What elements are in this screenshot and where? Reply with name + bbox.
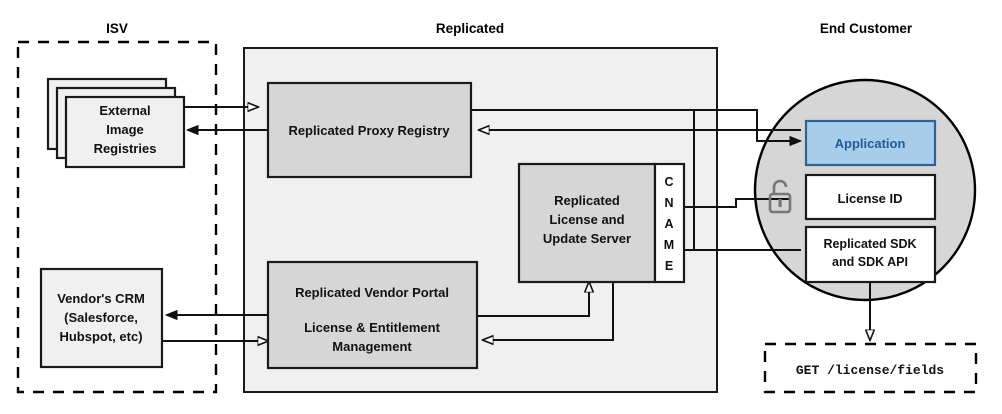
node-external-image-registries[interactable]: External Image Registries [46, 77, 186, 169]
zone-title-end-customer: End Customer [820, 21, 913, 36]
license-id-label: License ID [837, 191, 902, 206]
cname-letter-e: E [665, 259, 673, 273]
cname-letter-n: N [664, 196, 673, 210]
node-application[interactable]: Application [804, 119, 937, 167]
flow-licenseid-to-cname [672, 198, 789, 207]
vendor-portal-line-3: Management [332, 339, 412, 354]
registries-line-1: External [99, 103, 150, 118]
cname-letter-c: C [664, 175, 673, 189]
license-server-line-2: License and [549, 212, 624, 227]
node-replicated-license-and-update-server[interactable]: Replicated License and Update Server [517, 162, 657, 284]
sdk-line-2: and SDK API [832, 255, 908, 269]
crm-line-3: Hubspot, etc) [59, 329, 142, 344]
node-vendors-crm[interactable]: Vendor's CRM (Salesforce, Hubspot, etc) [39, 267, 164, 369]
cname-letter-m: M [664, 238, 674, 252]
vendor-portal-line-1: Replicated Vendor Portal [295, 285, 449, 300]
license-fields-label: GET /license/fields [796, 363, 944, 378]
node-license-id[interactable]: License ID [804, 173, 937, 221]
node-replicated-sdk[interactable]: Replicated SDK and SDK API [804, 225, 937, 284]
unlock-icon [768, 179, 792, 214]
registries-line-3: Registries [94, 141, 157, 156]
zone-title-replicated: Replicated [436, 21, 504, 36]
registries-line-2: Image [106, 122, 144, 137]
crm-line-2: (Salesforce, [64, 310, 138, 325]
sdk-line-1: Replicated SDK [823, 237, 916, 251]
node-cname-sidebar[interactable]: C N A M E [653, 162, 686, 284]
crm-line-1: Vendor's CRM [57, 291, 145, 306]
node-license-fields-request: GET /license/fields [763, 342, 978, 394]
flow-portal-to-license-server [477, 282, 589, 317]
proxy-registry-label: Replicated Proxy Registry [288, 123, 450, 138]
zone-title-isv: ISV [106, 21, 128, 36]
application-label: Application [835, 136, 906, 151]
cname-letter-a: A [664, 217, 673, 231]
license-server-line-1: Replicated [554, 193, 620, 208]
node-replicated-proxy-registry[interactable]: Replicated Proxy Registry [266, 81, 473, 179]
flow-license-server-to-portal [483, 282, 614, 340]
node-replicated-vendor-portal[interactable]: Replicated Vendor Portal License & Entit… [266, 260, 479, 370]
license-server-line-3: Update Server [543, 231, 631, 246]
zone-isv [16, 40, 218, 394]
vendor-portal-line-2: License & Entitlement [304, 320, 440, 335]
